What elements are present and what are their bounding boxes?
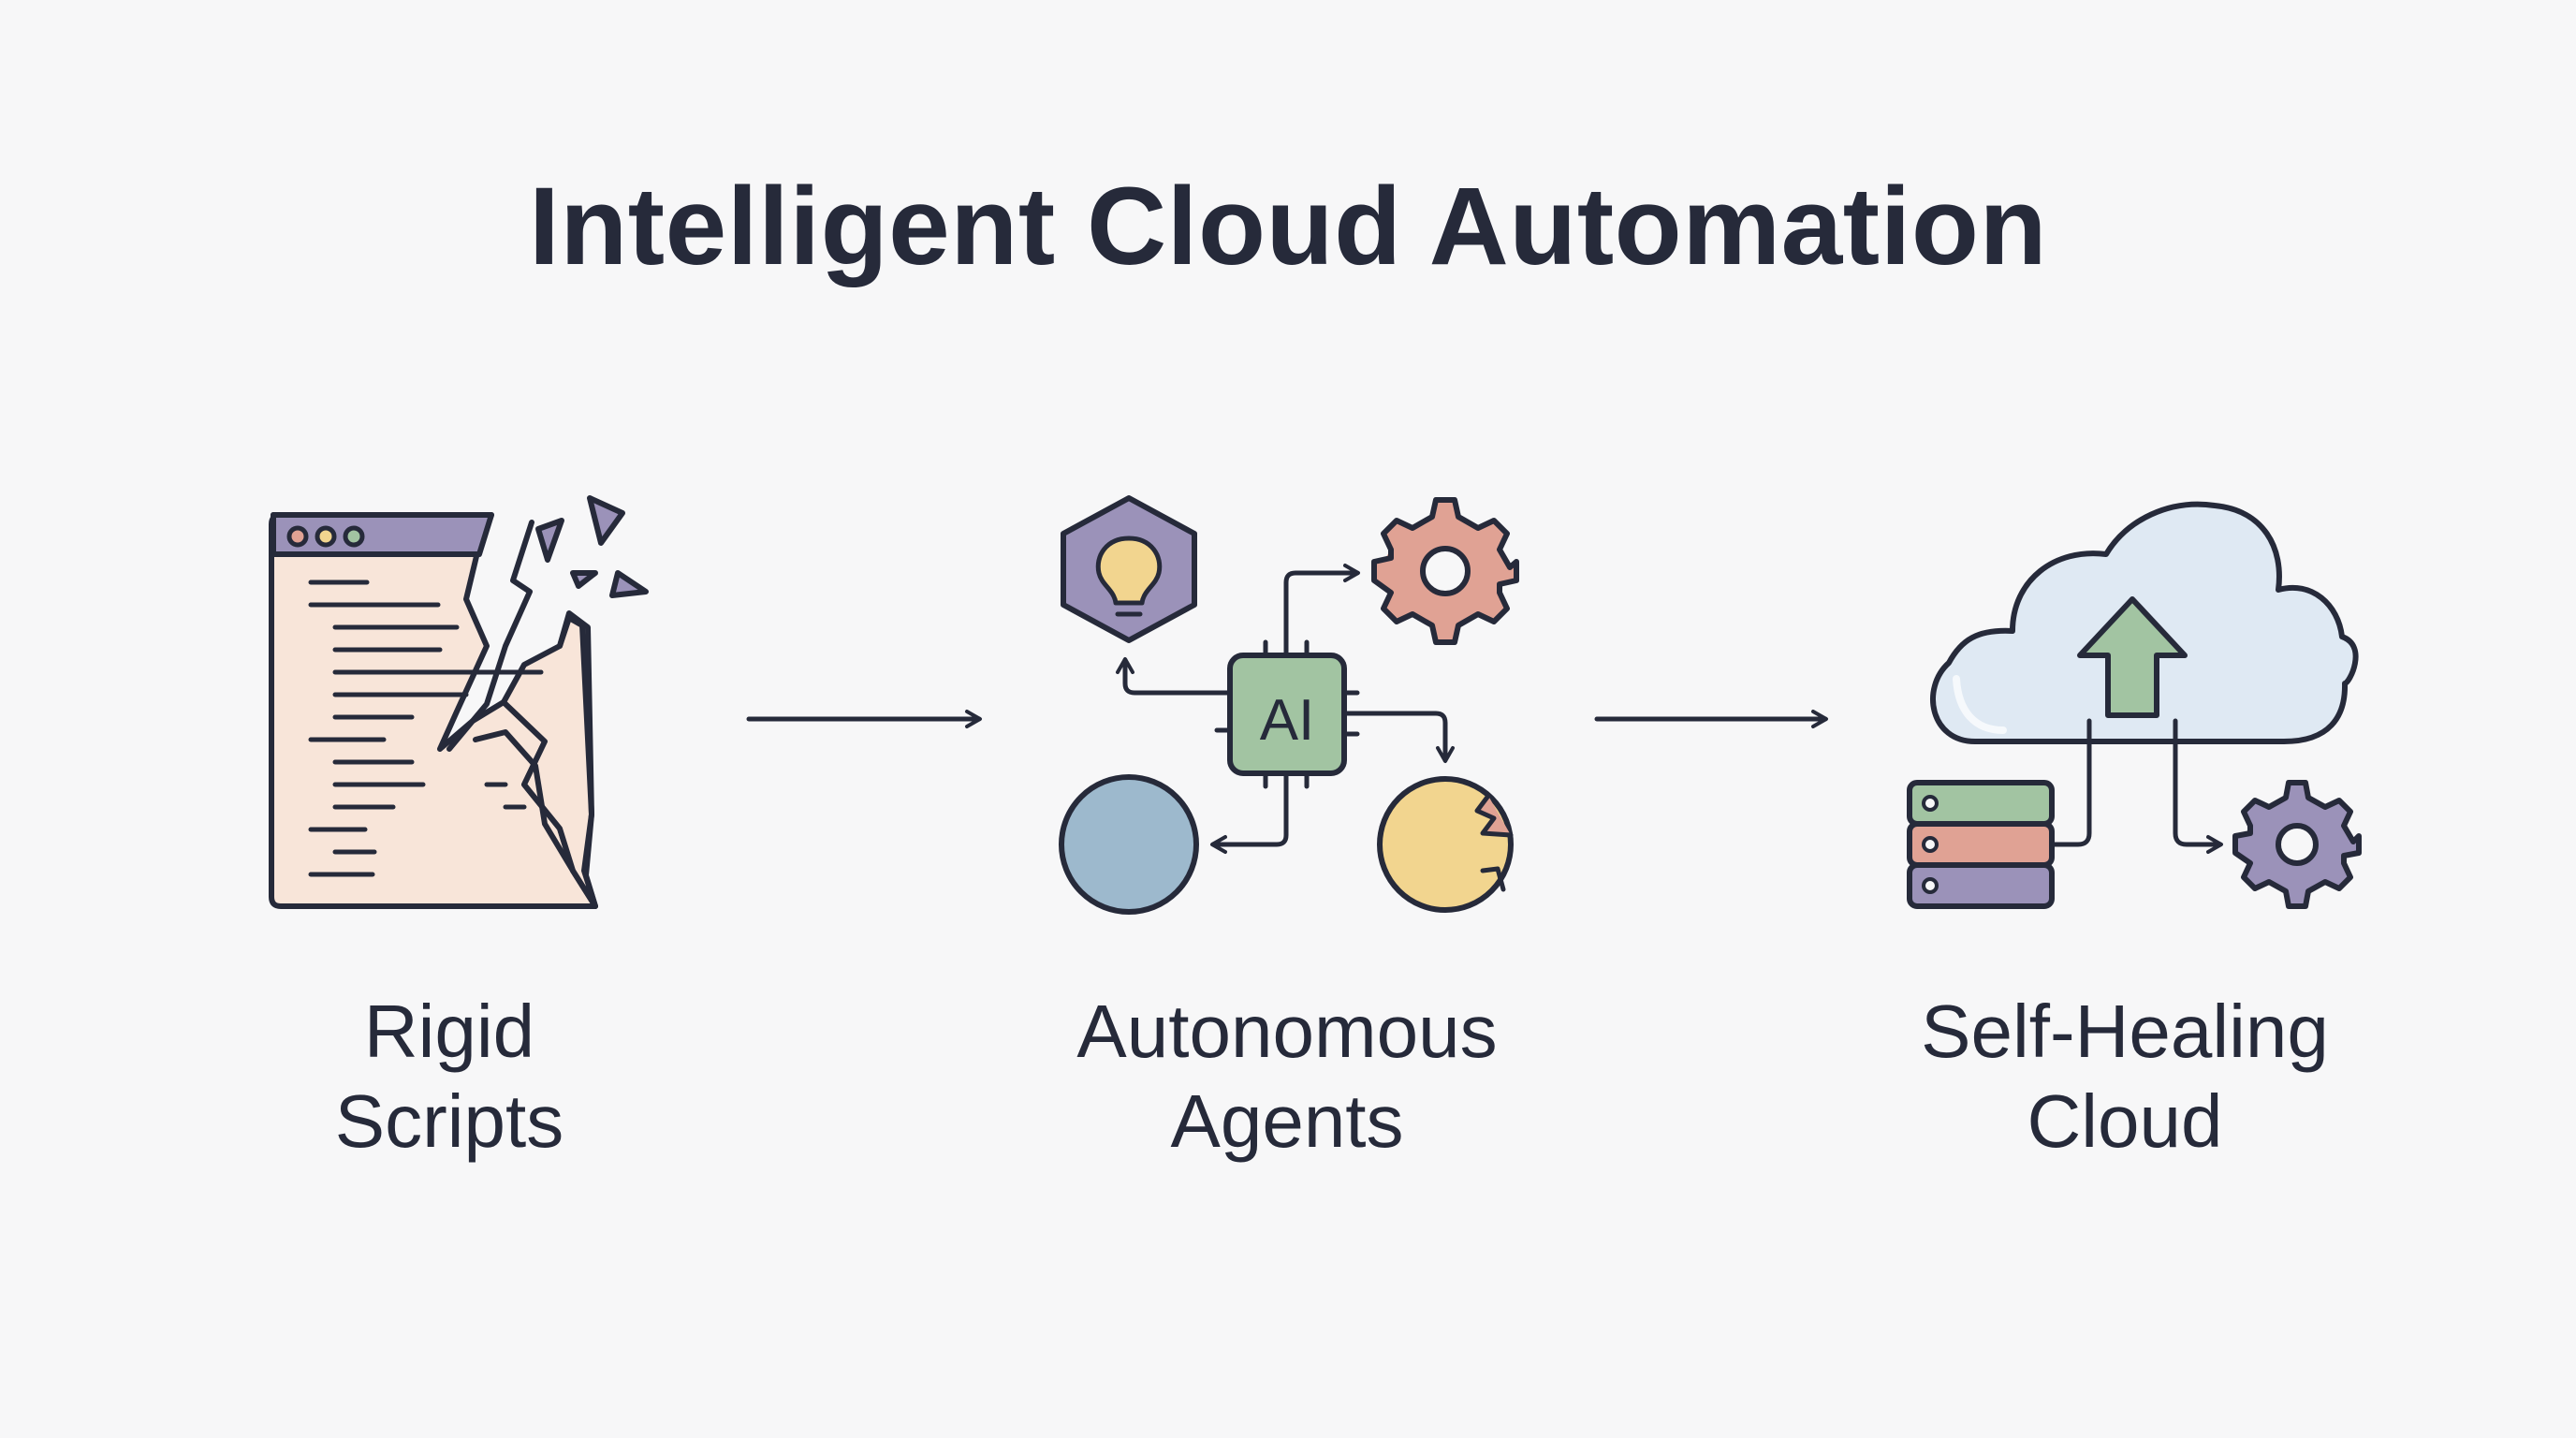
stage-label-line: Cloud: [2027, 1079, 2223, 1163]
stage-label-rigid-scripts: Rigid Scripts: [215, 987, 683, 1167]
stage-label-line: Scripts: [334, 1079, 564, 1163]
broken-script-window-icon: [269, 495, 649, 909]
self-healing-cloud-icon: [1907, 501, 2362, 909]
diagram-title: Intelligent Cloud Automation: [528, 165, 2048, 288]
stage-label-line: Self-Healing: [1921, 990, 2329, 1073]
stage-label-line: Agents: [1170, 1079, 1404, 1163]
stage-label-autonomous-agents: Autonomous Agents: [997, 987, 1577, 1167]
stage-label-line: Autonomous: [1076, 990, 1498, 1073]
ai-chip-label: AI: [1260, 688, 1315, 753]
ai-agent-network-icon: [1059, 495, 1519, 915]
stage-label-self-healing-cloud: Self-Healing Cloud: [1853, 987, 2396, 1167]
stage-label-line: Rigid: [363, 990, 535, 1073]
